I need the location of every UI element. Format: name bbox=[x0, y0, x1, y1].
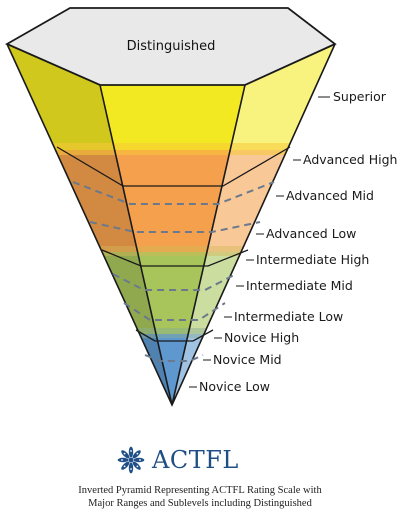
caption-line-2: Major Ranges and Sublevels including Dis… bbox=[88, 498, 312, 509]
distinguished-label: Distinguished bbox=[127, 39, 216, 54]
pyramid-edges bbox=[6, 43, 336, 407]
level-label-novice-high: Novice High bbox=[224, 330, 299, 345]
level-label-intermediate-high: Intermediate High bbox=[256, 252, 369, 267]
actfl-snowflake-icon bbox=[117, 446, 145, 474]
level-label-superior: Superior bbox=[333, 89, 387, 104]
level-label-advanced-mid: Advanced Mid bbox=[286, 188, 374, 203]
label-leaders bbox=[189, 96, 330, 388]
actfl-wordmark: ACTFL bbox=[152, 446, 239, 474]
caption-line-1: Inverted Pyramid Representing ACTFL Rati… bbox=[78, 485, 322, 496]
level-label-advanced-high: Advanced High bbox=[303, 152, 397, 167]
band-novice bbox=[7, 334, 335, 405]
level-label-novice-mid: Novice Mid bbox=[213, 352, 282, 367]
actfl-logo: ACTFL bbox=[116, 443, 239, 477]
level-label-intermediate-low: Intermediate Low bbox=[234, 309, 343, 324]
sublevel-dashes bbox=[72, 181, 275, 362]
band-boundaries bbox=[56, 146, 291, 342]
figure-caption: Inverted Pyramid Representing ACTFL Rati… bbox=[0, 484, 400, 510]
level-label-advanced-low: Advanced Low bbox=[266, 226, 356, 241]
level-label-novice-low: Novice Low bbox=[199, 379, 270, 394]
level-label-intermediate-mid: Intermediate Mid bbox=[246, 278, 353, 293]
pyramid-top-face bbox=[5, 7, 337, 86]
